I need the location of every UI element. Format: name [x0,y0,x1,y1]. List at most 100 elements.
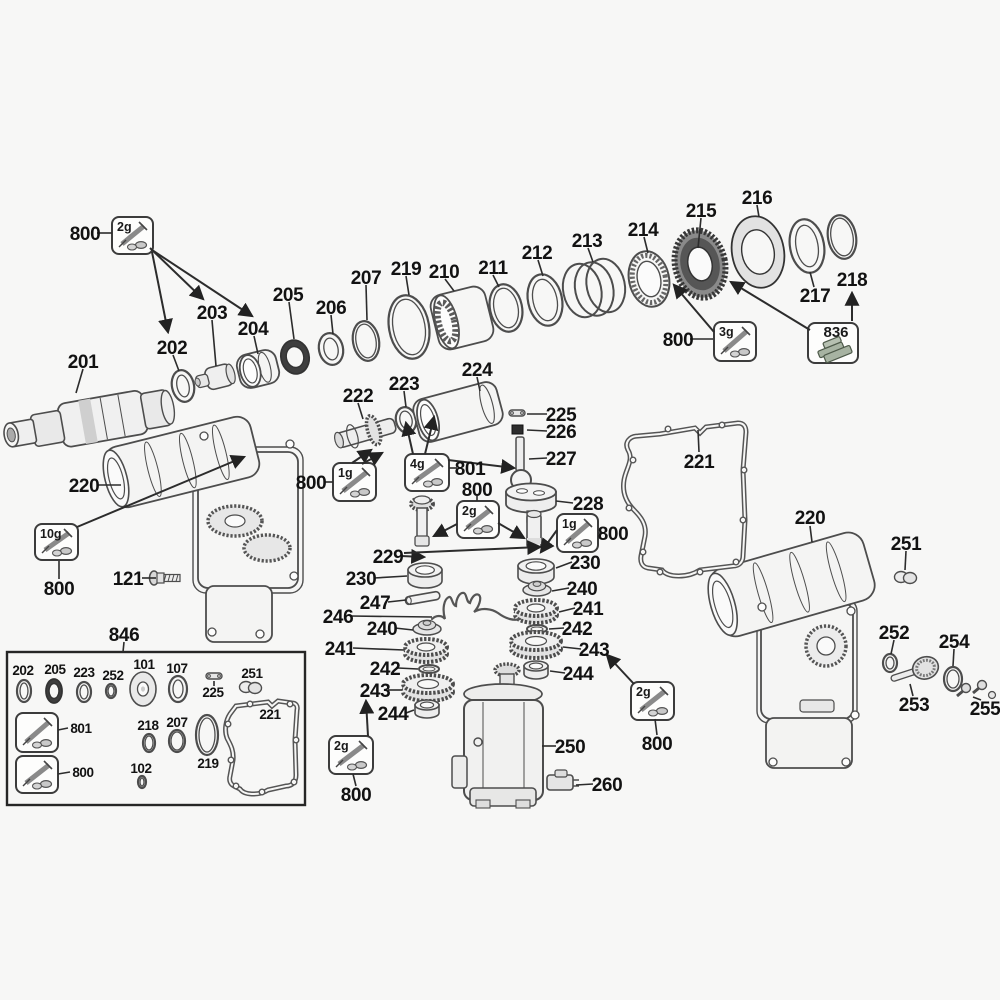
part-label-244: 244 [563,664,594,685]
leader-line [972,696,982,701]
gasket-bolt-hole [732,558,740,566]
leader-line [756,204,760,218]
ring-inner [170,731,184,751]
ring-teeth [629,252,669,306]
part-label-202: 202 [157,338,188,359]
barrel-rib [789,551,810,613]
gasket-bolt-hole [246,700,254,708]
part-bearing-230-right [517,558,555,585]
callout-arrow [539,529,558,554]
leader-line [587,247,594,263]
screw-head [960,682,972,694]
spindle-gear [364,413,383,447]
part-kit-oring-218 [141,732,157,754]
grease-syringe-plunger-icon [358,740,368,750]
ring-inner [531,278,559,322]
barrel-bore [106,457,126,500]
part-wire-clip-246 [430,591,522,621]
part-ring-254 [942,665,964,693]
part-plug-251 [893,570,918,585]
ring-outer [351,320,381,362]
grease-blob-icon [126,243,138,251]
leader-line [405,709,415,714]
motor-tab [515,799,531,809]
ring-outer [881,652,899,674]
leader-line [904,550,907,571]
part-label-226: 226 [546,422,577,443]
grease-blob-icon [134,241,148,250]
grease-syringe-needle-icon [22,737,31,746]
callout-arrow [403,540,543,556]
screw-boss [289,571,299,581]
part-label-253: 253 [899,695,930,716]
pin-body [405,590,441,606]
part-piston-228 [505,482,557,523]
grease-syringe-needle-icon [339,486,348,495]
part-label-220: 220 [795,508,826,529]
leader-line [809,525,813,543]
leader-line [57,727,69,731]
part-label-101: 101 [133,657,155,672]
clip-hole [207,674,211,678]
screw-boss [768,757,778,767]
chuck-body [57,389,149,448]
part-label-121: 121 [113,569,144,590]
ring-inner [492,287,520,329]
grease-blob-icon [737,348,751,357]
ring-outer [170,369,196,403]
grease-syringe-needle-icon [22,778,31,787]
grease-syringe-needle-icon [118,239,127,248]
leader-line [549,670,566,674]
part-ring-218 [826,214,858,260]
layer-callout-lines [57,204,982,787]
shaft [416,507,428,541]
grease-syringe-needle-icon [563,537,572,546]
housing-foot [205,585,273,643]
barrel-rib [211,424,230,481]
grease-syringe-needle-icon [637,705,646,714]
part-sleeve-204 [235,349,281,389]
part-label-240: 240 [367,619,398,640]
part-label-221: 221 [684,452,715,473]
part-needle-bearing-210 [429,285,495,351]
part-label-219: 219 [197,756,218,771]
clip-body [508,409,526,417]
ring-outer [942,665,964,693]
part-clutch-ring-214 [627,250,671,308]
part-label-211: 211 [478,258,508,279]
leader-line [75,368,84,394]
ring-outer [488,283,524,333]
service-kit-box-846 [5,650,307,807]
grease-box-label: 4g [410,457,425,471]
part-kit-oring-219 [194,713,220,757]
part-label-224: 224 [462,360,493,381]
gear-hub [416,678,440,690]
leader-line [349,615,433,618]
grease-blob-icon [357,488,371,497]
grease-blob-icon [31,782,43,790]
leader-line [555,500,574,504]
grease-syringe-plunger-icon [484,505,494,515]
spindle-end [333,431,345,449]
shaft-band [527,538,541,544]
leader-line [909,683,914,697]
part-label-251: 251 [891,534,922,555]
bearing-bore [48,682,60,700]
grease-kit-box-2g: 2g [630,681,675,721]
leader-line [122,641,125,653]
grease-kit-box-4g: 4g [404,453,450,492]
grease-box-label: 3g [719,325,734,339]
part-gear-housing-right-220 [707,531,876,769]
part-label-219: 219 [391,259,422,280]
ring-bore [636,260,662,298]
callout-arrow [76,455,247,528]
leader-line [172,354,180,372]
grease-blob-icon [472,527,484,535]
grease-kit-box-1g: 1g [332,462,377,502]
grease-syringe-needle-icon [41,545,50,554]
part-label-225: 225 [202,685,224,700]
part-label-202: 202 [12,663,33,678]
screw-thread [167,574,171,582]
grease-box-label: 1g [562,517,577,531]
